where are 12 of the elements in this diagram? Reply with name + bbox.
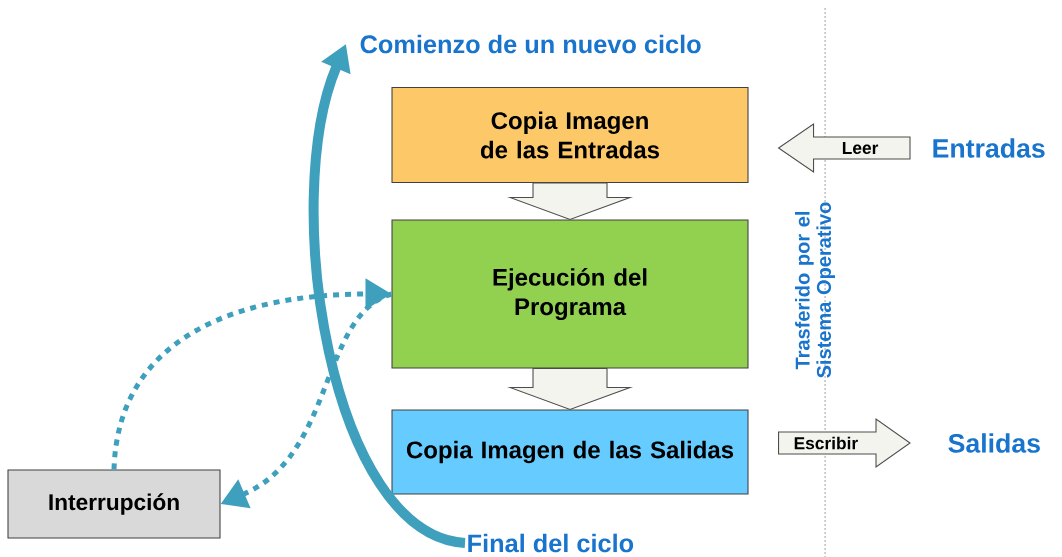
process-box: Copia Imagen de las Salidas — [391, 409, 749, 495]
edge-label: Escribir — [792, 435, 860, 451]
block-arrow — [507, 368, 634, 411]
vertical-label: Trasferido por el Sistema Operativo — [795, 202, 835, 378]
process-box: Copia Imagen de las Entradas — [391, 86, 749, 184]
cycle-label: Final del ciclo — [468, 533, 634, 553]
cycle-label: Comienzo de un nuevo ciclo — [360, 34, 701, 54]
block-arrow — [507, 182, 634, 221]
io-label: Entradas — [933, 138, 1045, 158]
interrupt-box: Interrupción — [7, 469, 221, 539]
io-label: Salidas — [948, 433, 1040, 453]
process-box: Ejecución del Programa — [391, 219, 749, 369]
